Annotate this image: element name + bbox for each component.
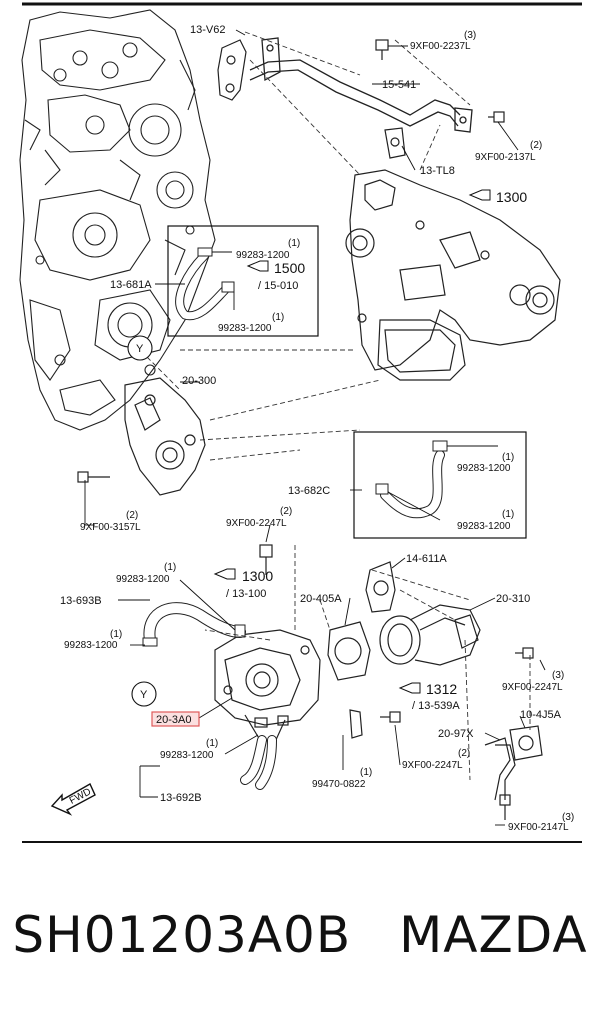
label-20-405a[interactable]: 20-405A <box>300 593 342 605</box>
qty-clamp-f: (1) <box>110 629 122 640</box>
gasket-14-611a <box>365 561 396 613</box>
label-20-300[interactable]: 20-300 <box>182 375 216 387</box>
pipe-15-541 <box>249 37 473 133</box>
callout-dashes-lower <box>204 545 531 781</box>
label-bolt-2247-right[interactable]: 9XF00-2247L <box>502 682 563 693</box>
label-bolt-2247-mid[interactable]: 9XF00-2247L <box>402 760 463 771</box>
label-13-692b[interactable]: 13-692B <box>160 792 202 804</box>
qty-bolt-2247-right: (3) <box>552 670 564 681</box>
part-highlight <box>151 711 200 727</box>
label-13-539a[interactable]: / 13-539A <box>412 700 460 712</box>
qty-99470: (1) <box>360 767 372 778</box>
label-bolt-2147[interactable]: 9XF00-2147L <box>508 822 569 833</box>
qty-bolt-2137: (2) <box>530 140 542 151</box>
label-bolt-2247-top[interactable]: 9XF00-2247L <box>226 518 287 529</box>
qty-clamp-e: (1) <box>164 562 176 573</box>
qty-bolt-top: (3) <box>464 30 476 41</box>
reference-arrow-icon <box>213 189 491 694</box>
part-number: SH01203A0B <box>12 906 352 964</box>
hose-box-13-681a <box>167 225 319 337</box>
fwd-label: FWD <box>68 786 93 806</box>
gasket-13-v62 <box>217 39 247 101</box>
label-bolt-top[interactable]: 9XF00-2237L <box>410 41 471 52</box>
label-bolt-2137[interactable]: 9XF00-2137L <box>475 152 536 163</box>
label-clamp-f[interactable]: 99283-1200 <box>64 640 118 651</box>
hose-box-13-682c <box>353 431 527 539</box>
label-15-541[interactable]: 15-541 <box>382 79 416 91</box>
label-clamp-e[interactable]: 99283-1200 <box>116 574 170 585</box>
label-13-681a[interactable]: 13-681A <box>110 279 152 291</box>
reference-circle-y-top <box>127 335 153 361</box>
qty-clamp-a: (1) <box>288 238 300 249</box>
label-20-97x[interactable]: 20-97X <box>438 728 474 740</box>
label-13-682c[interactable]: 13-682C <box>288 485 330 497</box>
label-1300-top[interactable]: 1300 <box>496 189 527 205</box>
label-clamp-g[interactable]: 99283-1200 <box>160 750 214 761</box>
label-15-010[interactable]: / 15-010 <box>258 280 298 292</box>
label-bolt-3157[interactable]: 9XF00-3157L <box>80 522 141 533</box>
label-y-bottom: Y <box>140 689 148 701</box>
intake-manifold <box>345 169 561 381</box>
label-20-310[interactable]: 20-310 <box>496 593 530 605</box>
label-1500[interactable]: 1500 <box>274 260 305 276</box>
engine-block <box>19 9 216 431</box>
label-13-v62[interactable]: 13-V62 <box>190 24 225 36</box>
reference-circle-y-bottom <box>131 681 157 707</box>
valve-20-300 <box>77 377 206 496</box>
gasket-13-tl8 <box>384 127 406 159</box>
label-1300-bottom[interactable]: 1300 <box>242 568 273 584</box>
qty-bolt-3157: (2) <box>126 510 138 521</box>
label-clamp-d[interactable]: 99283-1200 <box>457 521 511 532</box>
part-footer: SH01203A0B MAZDA <box>0 895 600 975</box>
label-y-top: Y <box>136 343 144 355</box>
qty-clamp-c: (1) <box>502 452 514 463</box>
qty-bolt-2147: (3) <box>562 812 574 823</box>
label-1312[interactable]: 1312 <box>426 681 457 697</box>
qty-clamp-b: (1) <box>272 312 284 323</box>
label-clamp-b[interactable]: 99283-1200 <box>218 323 272 334</box>
label-10-4j5a[interactable]: 10-4J5A <box>520 709 562 721</box>
label-99470[interactable]: 99470-0822 <box>312 779 366 790</box>
hose-13-693b <box>142 602 246 647</box>
label-14-611a[interactable]: 14-611A <box>406 553 447 565</box>
leader-lines <box>84 29 546 826</box>
pipe-20-310 <box>349 604 534 739</box>
qty-clamp-g: (1) <box>206 738 218 749</box>
label-13-693b[interactable]: 13-693B <box>60 595 102 607</box>
fwd-arrow-icon: FWD <box>50 783 96 816</box>
label-13-tl8[interactable]: 13-TL8 <box>420 165 455 177</box>
bolt-icon <box>375 39 505 123</box>
gasket-20-405a <box>327 621 371 681</box>
hose-13-692b <box>240 735 277 790</box>
qty-bolt-2247-mid: (2) <box>458 748 470 759</box>
brand-name: MAZDA <box>399 906 588 964</box>
label-20-3a0[interactable]: 20-3A0 <box>156 714 191 726</box>
qty-clamp-d: (1) <box>502 509 514 520</box>
gasket-10-4j5a <box>499 725 543 820</box>
qty-bolt-2247-top: (2) <box>280 506 292 517</box>
label-clamp-a[interactable]: 99283-1200 <box>236 250 290 261</box>
label-clamp-c[interactable]: 99283-1200 <box>457 463 511 474</box>
label-13-100[interactable]: / 13-100 <box>226 588 266 600</box>
pipe-20-97x <box>484 737 516 801</box>
